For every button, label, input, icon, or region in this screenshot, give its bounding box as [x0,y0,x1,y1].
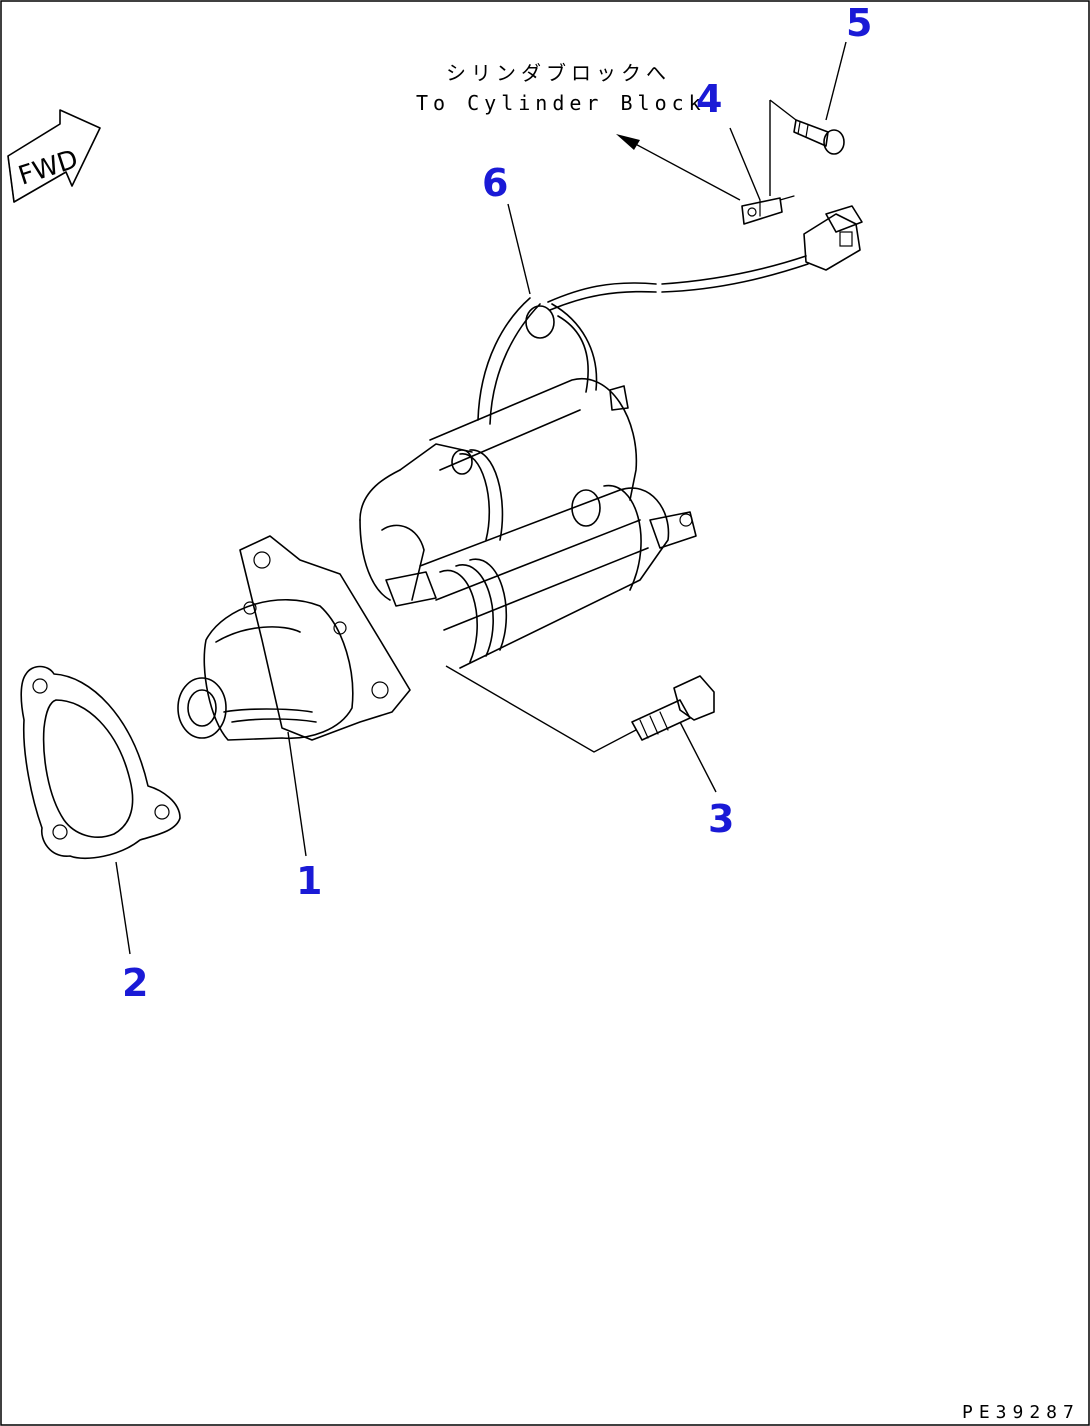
annotation-jp: シリンダブロックへ [446,61,671,85]
callout-2: 2 [122,961,148,1005]
part-5-bolt [769,41,847,196]
drawing-code: PE39287 [962,1402,1080,1423]
fwd-arrow: FWD [7,109,101,203]
callout-3: 3 [708,797,734,841]
part-1-starter-motor [177,377,697,857]
part-6-harness [477,203,863,425]
callout-4: 4 [696,77,722,121]
part-3-bolt [445,665,717,793]
callout-6: 6 [482,161,508,205]
callout-5: 5 [846,1,872,45]
callout-1: 1 [296,859,322,903]
annotation-en: To Cylinder Block [416,91,706,115]
part-2-gasket [20,665,181,955]
cylinder-block-arrow [616,134,741,201]
part-4-clip [729,127,795,225]
